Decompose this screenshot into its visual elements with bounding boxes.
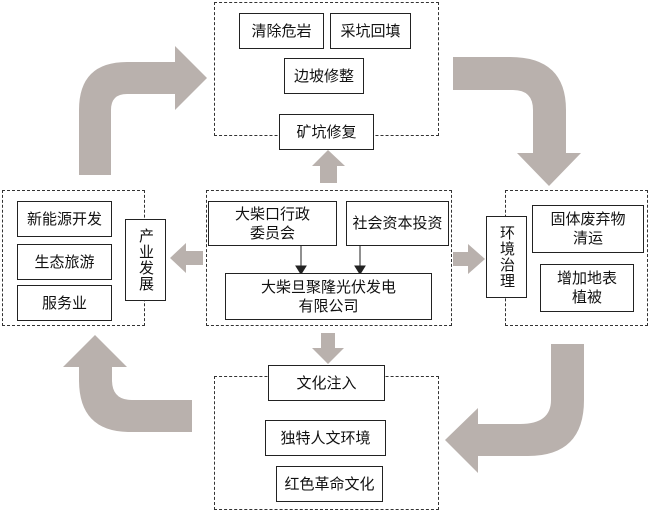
vegetation-box: 增加地表 植被 (540, 264, 634, 312)
service-industry-box: 服务业 (17, 285, 112, 321)
arrow-up-to-top (312, 150, 345, 183)
group-label: 环境治理 (498, 225, 516, 289)
committee-box: 大柴口行政 委员会 (208, 201, 337, 246)
arrow-down-to-culture (312, 333, 344, 364)
item-label: 采坑回填 (340, 21, 401, 40)
eco-tourism-box: 生态旅游 (17, 244, 112, 280)
item-line-1: 增加地表 (556, 269, 617, 287)
cultural-infusion-label: 文化注入 (268, 365, 385, 401)
mine-restoration-label: 矿坑修复 (279, 114, 374, 150)
solid-waste-box: 固体废弃物 清运 (532, 205, 644, 253)
committee-line-2: 委员会 (249, 223, 295, 242)
red-revolution-culture-box: 红色革命文化 (276, 466, 383, 502)
arrow-left-to-industry (170, 243, 203, 273)
company-line-2: 有限公司 (298, 296, 359, 315)
committee-line-1: 大柴口行政 (234, 204, 310, 223)
item-line-2: 清运 (572, 229, 603, 247)
item-label: 边坡修整 (293, 66, 354, 85)
item-label: 清除危岩 (251, 21, 312, 40)
item-line-1: 固体废弃物 (550, 210, 626, 228)
new-energy-box: 新能源开发 (17, 201, 112, 237)
group-label: 矿坑修复 (296, 122, 357, 141)
arrow-right-to-environment (453, 244, 485, 274)
social-capital-label: 社会资本投资 (352, 214, 443, 232)
pit-backfill-box: 采坑回填 (330, 13, 411, 49)
item-label: 独特人文环境 (280, 428, 371, 447)
item-label: 生态旅游 (34, 252, 95, 271)
environmental-governance-label: 环境治理 (486, 216, 527, 298)
unique-humanistic-box: 独特人文环境 (265, 420, 386, 456)
item-label: 服务业 (41, 293, 87, 312)
remove-dangerous-rocks-box: 清除危岩 (239, 13, 324, 49)
group-label: 产业发展 (137, 228, 155, 292)
group-label: 文化注入 (296, 373, 357, 392)
cycle-arrow-bottom-right (445, 344, 584, 473)
company-line-1: 大柴旦聚隆光伏发电 (260, 277, 396, 296)
social-capital-box: 社会资本投资 (346, 201, 449, 246)
stakeholders-group (206, 190, 452, 326)
slope-trimming-box: 边坡修整 (284, 58, 364, 94)
item-line-2: 植被 (571, 288, 602, 306)
industry-development-label: 产业发展 (125, 219, 166, 301)
item-label: 红色革命文化 (284, 474, 375, 493)
cycle-arrow-top-left (79, 46, 207, 175)
company-box: 大柴旦聚隆光伏发电 有限公司 (225, 273, 432, 320)
cycle-arrow-bottom-left (63, 335, 192, 432)
item-label: 新能源开发 (26, 209, 102, 228)
cycle-arrow-top-right (453, 57, 581, 186)
